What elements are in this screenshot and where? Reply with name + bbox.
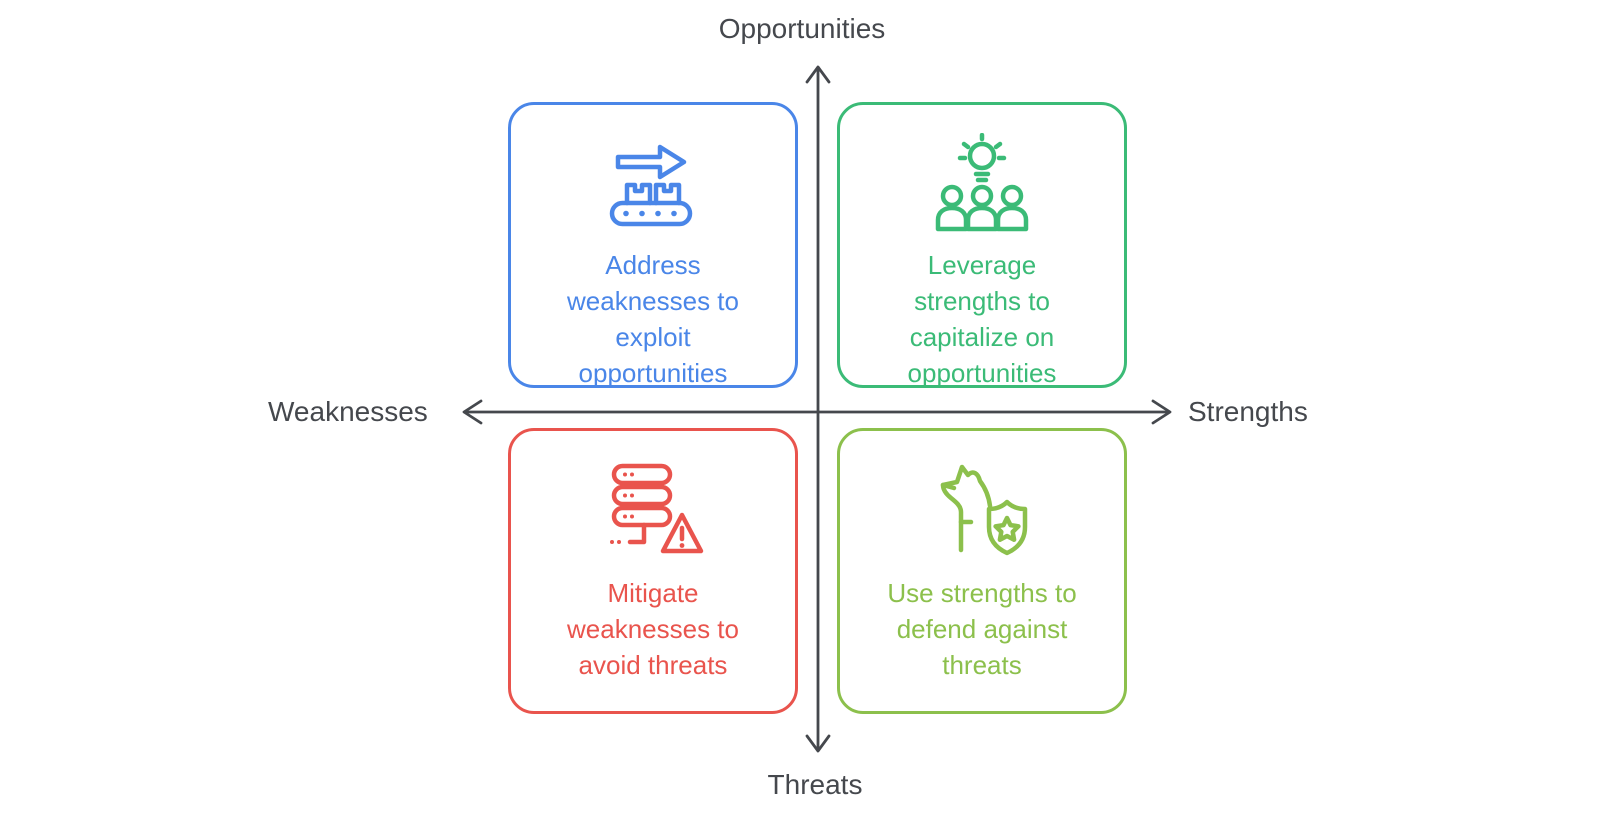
down-arrowhead-icon [805,734,831,753]
quadrant-text: Mitigate weaknesses to avoid threats [567,578,739,680]
idea-team-icon [927,133,1037,233]
axis-label-strengths: Strengths [1188,396,1308,427]
quadrant-strengths-threats: Use strengths to defend against threats [837,428,1127,714]
up-arrowhead-icon [805,65,831,84]
quadrant-text: Use strengths to defend against threats [887,578,1077,680]
server-warning-icon [598,459,708,561]
conveyor-arrow-icon [598,133,708,233]
quadrant-weaknesses-opportunities: Address weaknesses to exploit opportunit… [508,102,798,388]
right-arrowhead-icon [1151,399,1172,425]
axis-label-opportunities: Opportunities [718,13,886,44]
quadrant-weaknesses-threats: Mitigate weaknesses to avoid threats [508,428,798,714]
left-arrowhead-icon [462,399,483,425]
axis-label-threats: Threats [767,769,863,800]
guard-dog-shield-icon [927,459,1037,561]
axis-label-weaknesses: Weaknesses [268,396,428,427]
quadrant-strengths-opportunities: Leverage strengths to capitalize on oppo… [837,102,1127,388]
quadrant-text: Leverage strengths to capitalize on oppo… [907,250,1057,388]
quadrant-text: Address weaknesses to exploit opportunit… [567,250,739,388]
